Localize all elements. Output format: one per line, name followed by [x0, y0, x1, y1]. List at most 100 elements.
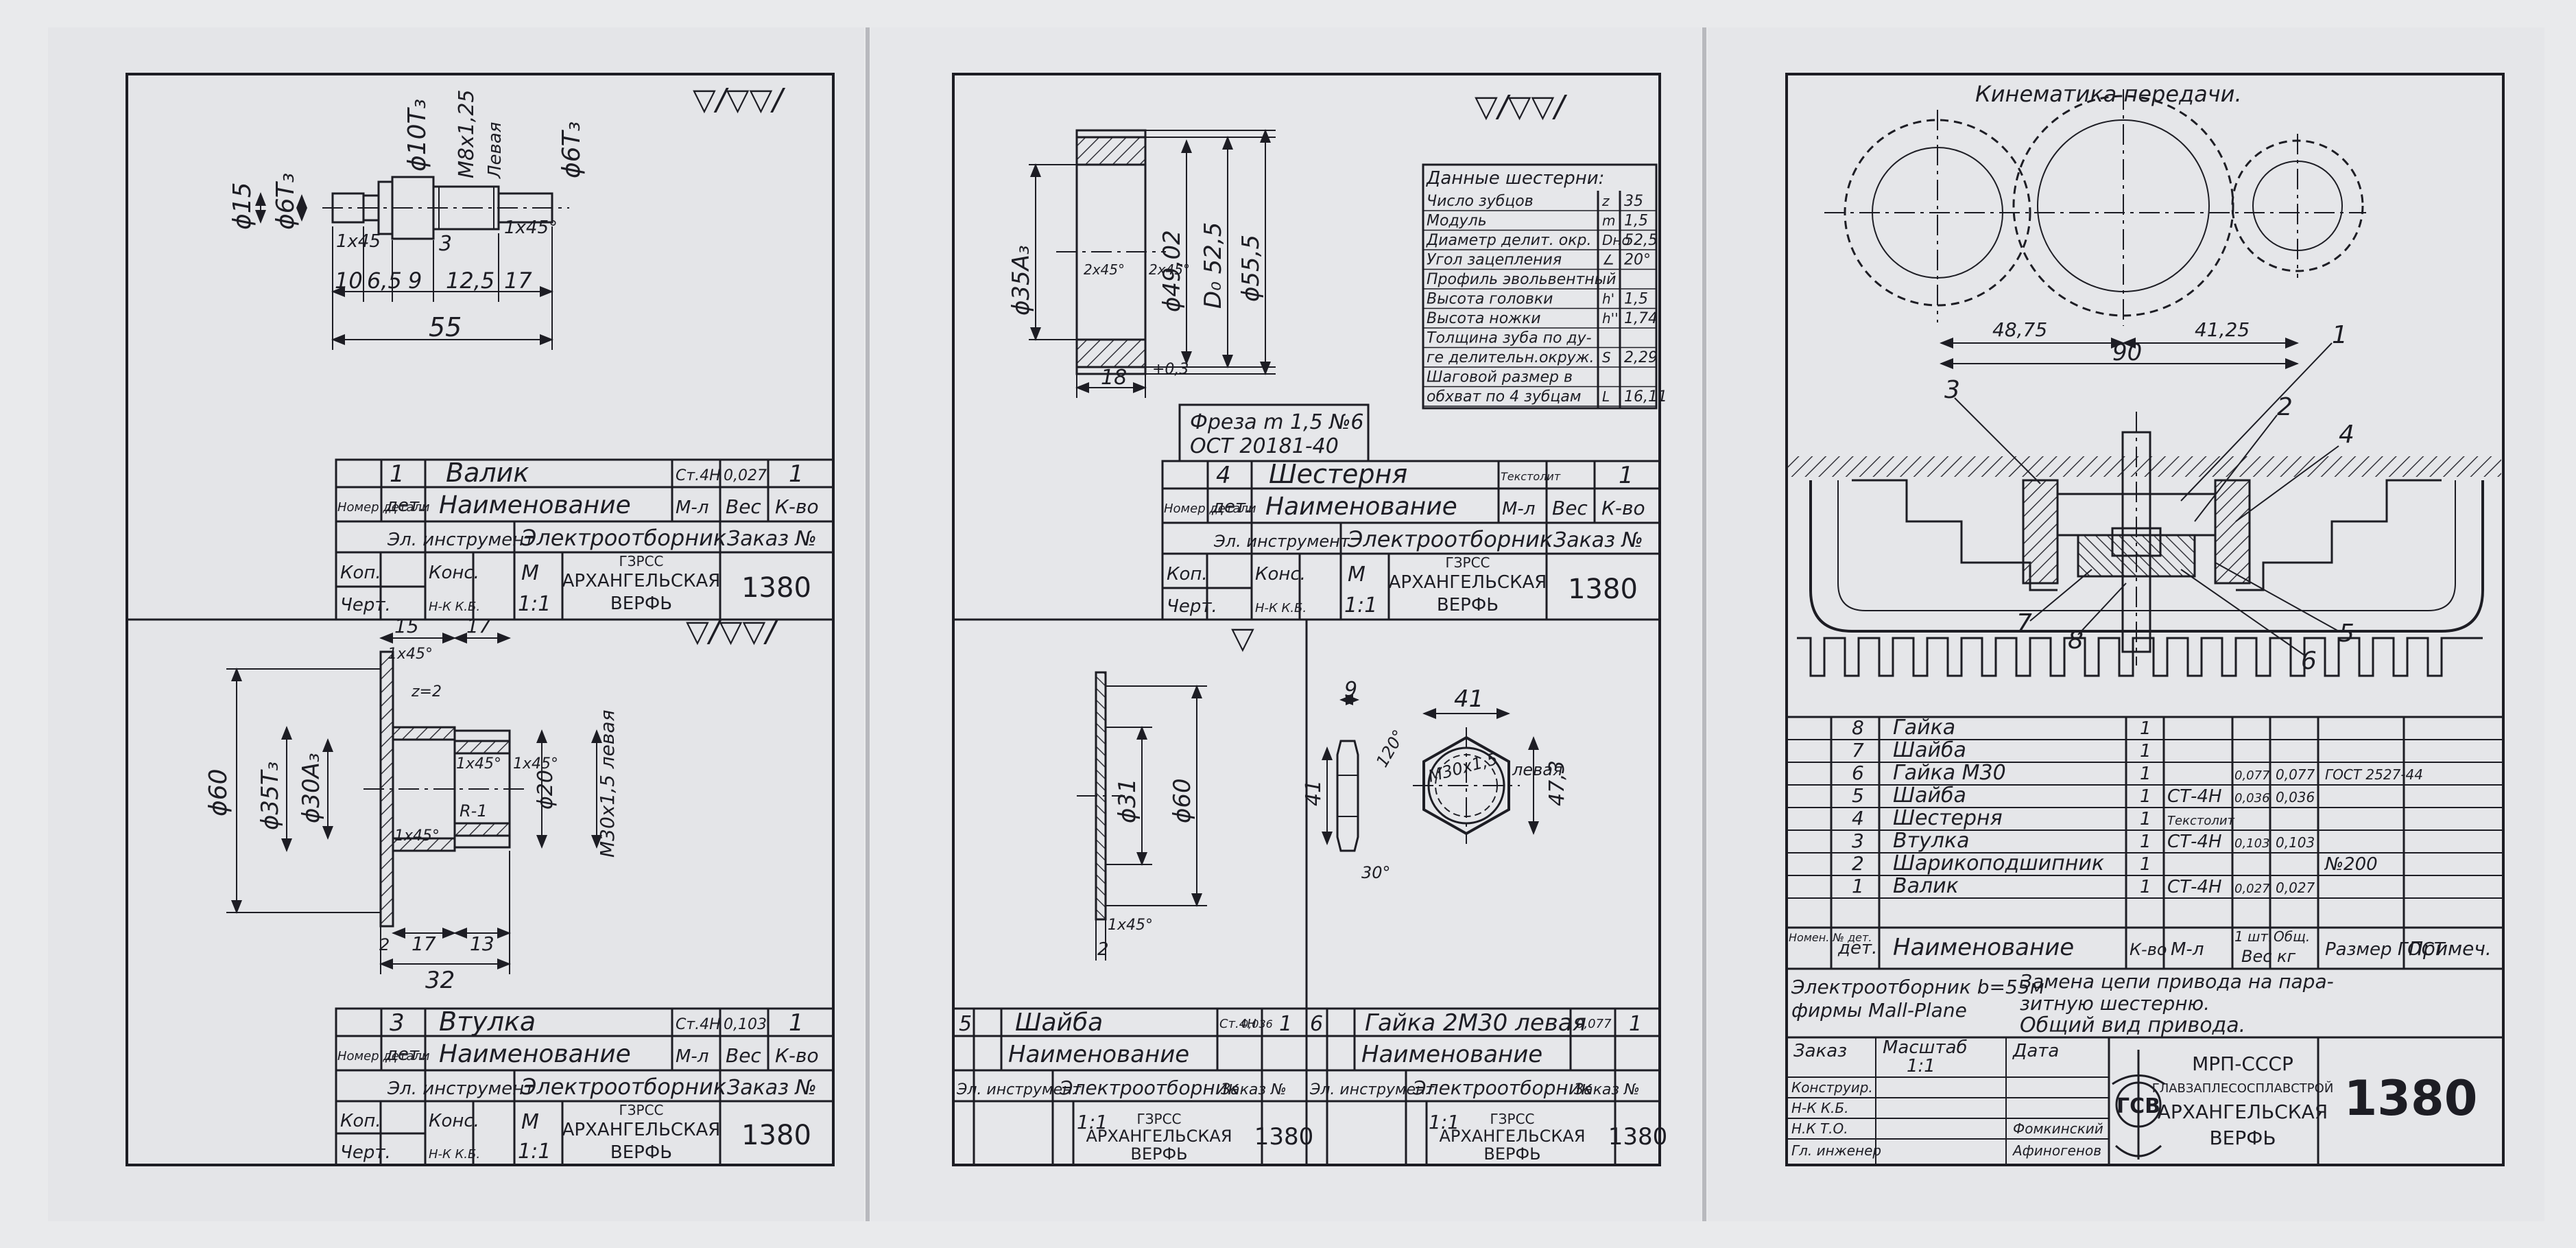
vtulka-tool-label: Эл. инструмент [387, 1079, 535, 1099]
vtulka-qty: 1 [789, 1009, 804, 1037]
gear-row-label: обхват по 4 зубцам [1427, 388, 1581, 405]
gear-row-value: 1,5 [1624, 291, 1648, 308]
assembly-desc-line1: Замена цепи привода на пара- [2020, 970, 2334, 993]
shayba-dim-d60: ϕ60 [1169, 778, 1196, 823]
vtulka-material: Ст.4Н [676, 1016, 721, 1033]
vtulka-dim-d30: ϕ30A₃ [298, 753, 325, 823]
shayba-qty: 1 [1279, 1012, 1292, 1036]
gear-row-symbol: ∠ [1602, 252, 1614, 268]
shayba-material: Ст.4Н [1219, 1017, 1256, 1031]
vtulka-order-number: 1380 [741, 1120, 811, 1151]
vtulka-product: Электроотборник [521, 1074, 727, 1100]
vtulka-drawn-label: Черт. [340, 1142, 391, 1163]
valik-qty: 1 [789, 460, 804, 488]
role-head-kb: Н-К К.Б. [1791, 1100, 1848, 1116]
assembly-desc-line3: Общий вид привода. [2020, 1013, 2245, 1037]
gear-row-symbol: z [1601, 193, 1610, 209]
valik-pos: 1 [390, 460, 405, 488]
gayka-order-number: 1380 [1608, 1123, 1668, 1151]
gear-dim-d35: ϕ35A₃ [1007, 245, 1035, 316]
shayba-product: Электроотборник [1059, 1076, 1239, 1099]
part-row-weight-piece: 0,036 [2234, 791, 2270, 805]
shayba-drawing [1077, 671, 1207, 961]
valik-material: Ст.4Н [676, 467, 721, 484]
part-row-number: 7 [1852, 739, 1864, 762]
callout-6: 6 [2301, 647, 2317, 675]
shesternya-hdr-det: дет. [1211, 497, 1251, 517]
assembly-org-line1: АРХАНГЕЛЬСКАЯ [2158, 1100, 2328, 1123]
shayba-org-short: ГЗРСС [1136, 1111, 1181, 1127]
parts-hdr-pos: Номен. № дет. [1789, 931, 1872, 944]
part-row-material: СТ-4Н [2167, 832, 2222, 852]
part-row-qty: 1 [2140, 809, 2151, 829]
shesternya-order-label: Заказ № [1553, 528, 1643, 552]
valik-copied-label: Коп. [340, 563, 381, 583]
vtulka-order-label: Заказ № [727, 1076, 817, 1100]
gear-row-label: Профиль эвольвентный [1427, 271, 1616, 288]
gear-row-label: ге делительн.окруж. [1427, 349, 1595, 366]
vtulka-dim-ch-bot: 1x45° [394, 827, 440, 845]
shesternya-hdr-qty: К-во [1601, 497, 1645, 519]
right-sheet-text: Кинематика передачи. 48,75 41,25 90 1 2 … [1789, 81, 2492, 1159]
gear-row-symbol: m [1602, 213, 1615, 229]
gayka-part-name: Гайка 2М30 левая [1365, 1009, 1586, 1037]
part-row-number: 2 [1852, 852, 1864, 875]
shesternya-roughness-mark: ▽/▽▽/ [1475, 89, 1567, 124]
valik-hdr-det: дет. [385, 495, 425, 516]
part-row-weight-total: 0,103 [2276, 834, 2315, 851]
parts-hdr-material: М-л [2171, 939, 2204, 960]
part-row-weight-total: 0,077 [2276, 766, 2315, 783]
kinematics-title: Кинематика передачи. [1975, 81, 2242, 107]
gear-row-symbol: h' [1602, 291, 1614, 307]
vtulka-checked-label: Конс. [429, 1111, 479, 1131]
vtulka-weight: 0,103 [724, 1016, 767, 1033]
vtulka-dim-2: 2 [379, 935, 390, 954]
part-row-gost: №200 [2324, 854, 2378, 875]
assembly-title-block [1785, 967, 2505, 1166]
kin-dim-90: 90 [2112, 339, 2142, 366]
vtulka-dim-ch-mid: 1x45° [456, 755, 501, 773]
paper-panel-middle [871, 27, 1701, 1221]
gear-row-symbol: Dно [1602, 232, 1630, 248]
signature-2: Афиногенов [2012, 1142, 2101, 1159]
valik-drawn-label: Черт. [340, 595, 391, 615]
valik-roughness-mark: ▽/▽▽/ [693, 82, 785, 117]
gayka-product: Электроотборник [1412, 1076, 1593, 1099]
valik-org-short: ГЗРСС [619, 553, 663, 569]
gayka-dim-30: 30° [1361, 863, 1391, 882]
gayka-pos: 6 [1310, 1012, 1323, 1036]
gayka-dim-dir: левая [1512, 760, 1562, 779]
part-row-weight-total: 0,027 [2276, 880, 2315, 896]
part-row-qty: 1 [2140, 718, 2151, 739]
gear-dim-d49: ϕ49,02 [1158, 230, 1186, 312]
valik-dim-12-5: 12,5 [446, 268, 494, 294]
valik-order-number: 1380 [741, 572, 811, 604]
gear-row-label: Толщина зуба по ду- [1427, 330, 1592, 347]
vtulka-dim-15: 15 [394, 615, 419, 637]
shayba-pos: 5 [959, 1012, 972, 1036]
parts-hdr-gost: Размер ГОСТ [2325, 939, 2446, 960]
shayba-weight: 0,036 [1241, 1017, 1273, 1031]
part-row-weight-total: 0,036 [2276, 789, 2315, 805]
vtulka-dim-d35t: ϕ35T₃ [257, 762, 284, 830]
valik-checked-label: Конс. [429, 563, 479, 583]
callout-8: 8 [2068, 626, 2084, 655]
valik-drawing [255, 176, 569, 350]
valik-dim-17: 17 [504, 268, 532, 294]
shesternya-pos: 4 [1216, 462, 1231, 489]
part-row-qty: 1 [2140, 786, 2151, 807]
shayba-org-line1: АРХАНГЕЛЬСКАЯ [1086, 1127, 1232, 1146]
shesternya-order-number: 1380 [1568, 574, 1638, 605]
valik-org-line2: ВЕРФЬ [610, 593, 672, 614]
vtulka-hdr-name: Наименование [439, 1040, 631, 1068]
vtulka-pos: 3 [390, 1009, 405, 1037]
assembly-order-label: Заказ [1793, 1041, 1847, 1061]
role-head-to: Н.К Т.О. [1791, 1120, 1848, 1137]
shesternya-hdr-name: Наименование [1265, 493, 1457, 521]
vtulka-org-line2: ВЕРФЬ [610, 1142, 672, 1163]
shayba-dim-d31: ϕ31 [1114, 778, 1141, 823]
vtulka-hdr-material: М-л [676, 1046, 708, 1067]
valik-dim-10: 10 [335, 268, 363, 294]
parts-list-table [1785, 716, 2505, 970]
